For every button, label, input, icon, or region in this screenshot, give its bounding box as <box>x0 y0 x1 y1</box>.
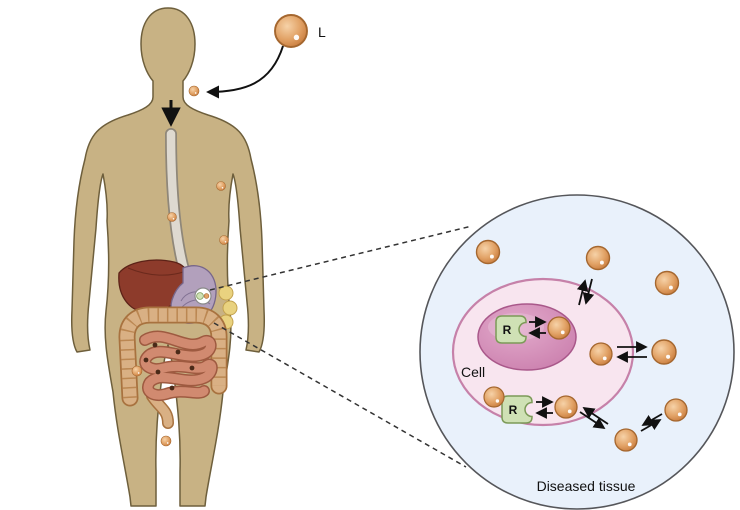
ligand-sphere-L <box>274 14 308 48</box>
ligand-dot <box>131 365 143 377</box>
receptor-2-label: R <box>509 403 518 417</box>
ligand-sphere-bound <box>554 395 578 419</box>
esophagus <box>166 129 189 275</box>
membrane-arrow-out-top <box>576 279 589 306</box>
ligand-dot <box>167 212 177 222</box>
ligand-sphere <box>664 398 688 422</box>
magnified-spot-marker <box>194 287 212 305</box>
ligand-sphere <box>614 428 638 452</box>
ligand-sphere <box>651 339 677 365</box>
ligand-sphere <box>475 239 501 265</box>
magnifier-dash-bottom <box>213 322 467 468</box>
receptor-1-label: R <box>503 323 512 337</box>
ligand-dot <box>216 181 226 191</box>
large-intestine <box>120 308 226 405</box>
tissue-arrow-in <box>641 413 663 426</box>
ligand-sphere <box>483 386 505 408</box>
membrane-arrow-in-top <box>582 278 595 305</box>
omentum-tissue <box>218 285 238 330</box>
human-body-silhouette <box>71 7 265 507</box>
membrane-arrow-in-bottomright <box>582 407 609 425</box>
ligand-label: L <box>318 24 326 40</box>
liver-lobe-line <box>127 267 187 276</box>
ligand-sphere <box>654 270 680 296</box>
diseased-tissue-label: Diseased tissue <box>537 478 636 494</box>
ligand-dot <box>188 85 200 97</box>
ligand-sphere <box>585 245 611 271</box>
ligand-dot <box>219 235 229 245</box>
cell-label: Cell <box>461 364 485 380</box>
ligand-dot <box>160 435 172 447</box>
diseased-spots <box>143 342 195 391</box>
small-intestine <box>140 332 217 400</box>
ligand-sphere-bound <box>547 316 571 340</box>
ligand-sphere <box>589 342 613 366</box>
oral-route-arrow <box>206 45 284 99</box>
